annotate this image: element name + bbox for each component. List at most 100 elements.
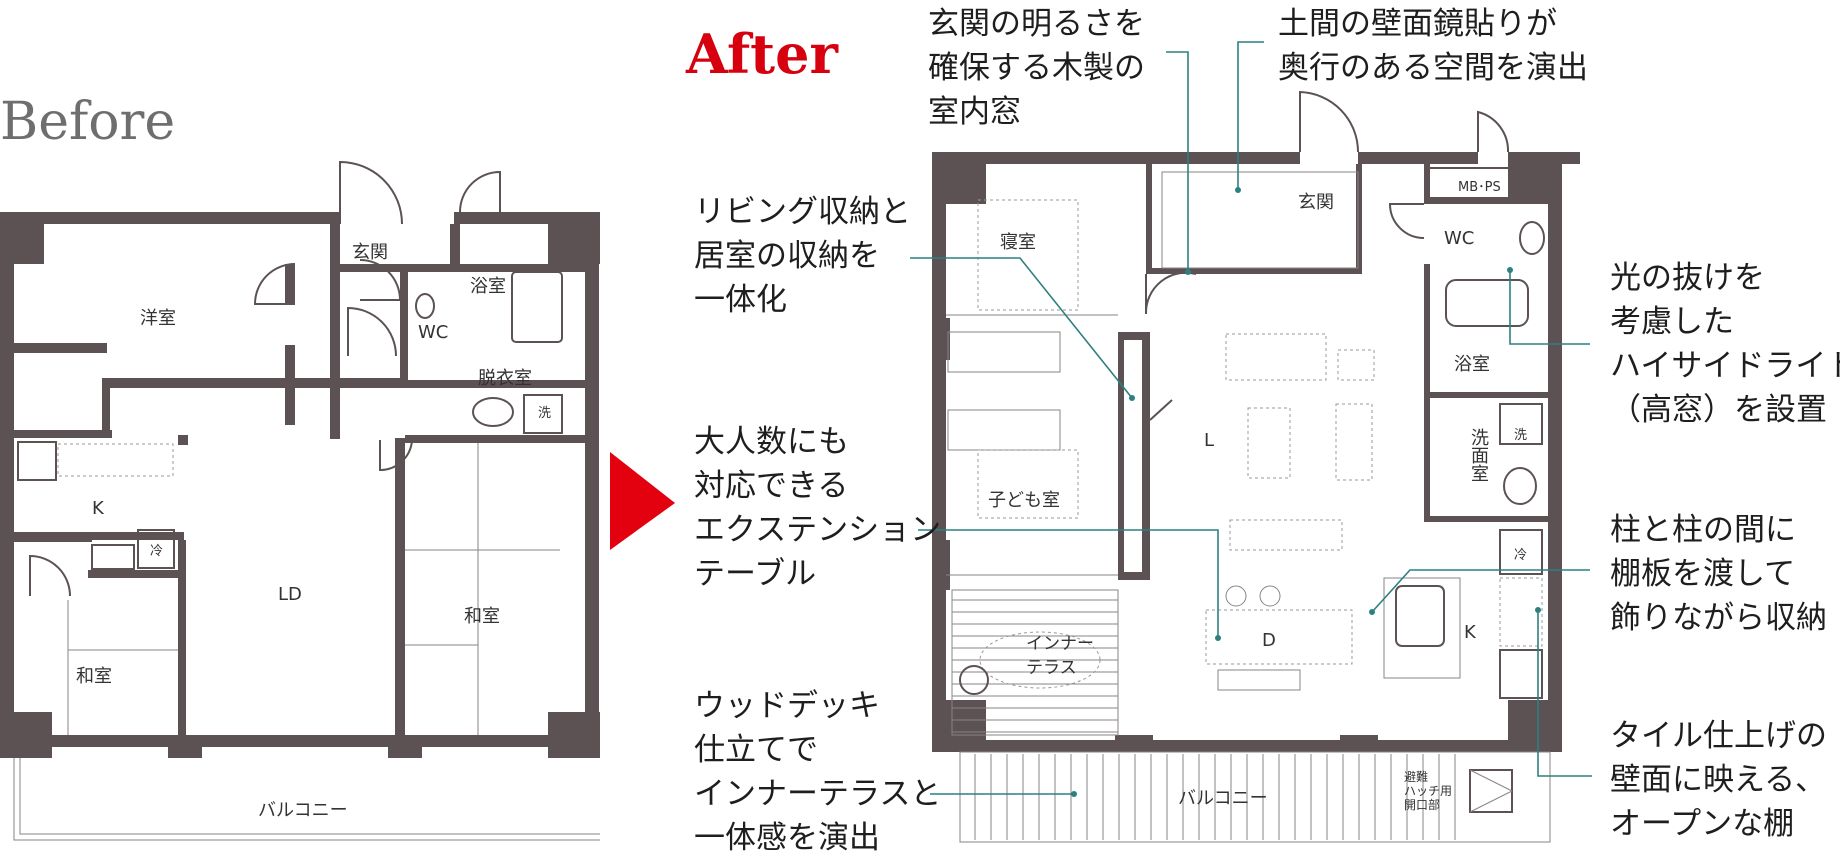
after-wall xyxy=(1146,268,1358,274)
after-wall xyxy=(1548,152,1562,752)
after-closet xyxy=(947,409,1061,451)
before-balcony-rail xyxy=(13,758,600,841)
before-column xyxy=(388,740,422,758)
after-column xyxy=(1508,152,1562,204)
before-room-japanese-right: 和室 xyxy=(464,606,500,627)
callout-highside: 光の抜けを 考慮した ハイサイドライト （高窓）を設置 xyxy=(1610,256,1840,432)
before-column xyxy=(168,740,202,758)
before-balcony-rail xyxy=(19,758,600,835)
after-washer xyxy=(1499,403,1543,445)
before-wall xyxy=(178,435,188,445)
after-room-kids: 子ども室 xyxy=(988,490,1060,511)
leader-dot xyxy=(1507,267,1513,273)
after-column xyxy=(932,540,950,590)
before-toilet xyxy=(415,293,435,319)
leader-dot xyxy=(1535,607,1541,613)
after-column xyxy=(932,318,950,360)
before-wall xyxy=(0,430,112,438)
after-wall xyxy=(1142,332,1150,580)
before-column xyxy=(548,212,600,264)
inner-terrace-line: インナー xyxy=(1026,634,1094,654)
after-counter xyxy=(1499,577,1543,647)
before-wall xyxy=(12,343,107,353)
after-room-wc: WC xyxy=(1444,228,1475,249)
after-plan xyxy=(932,90,1580,843)
after-wall xyxy=(1146,164,1152,274)
before-wall xyxy=(0,212,14,747)
before-wall xyxy=(400,272,408,380)
callout-line: 奥行のある空間を演出 xyxy=(1278,50,1588,86)
before-wall xyxy=(330,224,340,439)
callout-line: オープンな棚 xyxy=(1610,806,1795,842)
after-desk xyxy=(977,449,1079,519)
after-bench xyxy=(1229,519,1343,551)
after-wall xyxy=(1356,164,1362,274)
after-door xyxy=(1149,399,1173,421)
callout-entrance-window: 玄関の明るさを 確保する木製の 室内窓 xyxy=(928,2,1145,134)
after-wall xyxy=(1140,152,1300,164)
before-wall xyxy=(88,570,178,578)
before-washer xyxy=(523,394,563,434)
after-title: After xyxy=(686,22,838,86)
before-wall xyxy=(285,264,295,304)
inner-terrace-line: テラス xyxy=(1026,658,1077,678)
callout-line: 仕立てで xyxy=(694,732,818,768)
callout-line: 壁面に映える、 xyxy=(1610,762,1827,798)
after-island xyxy=(1383,577,1461,679)
callout-line: 玄関の明るさを xyxy=(928,6,1145,42)
after-sofa xyxy=(1225,333,1327,381)
callout-line: 対応できる xyxy=(694,468,849,504)
after-bed xyxy=(977,199,1079,311)
callout-line: 確保する木製の xyxy=(928,50,1145,86)
callout-line: 柱と柱の間に xyxy=(1610,512,1796,548)
before-counter xyxy=(57,443,174,477)
callout-line: 室内窓 xyxy=(928,94,1021,130)
leader-table xyxy=(918,529,1219,638)
before-cabinet xyxy=(91,544,135,570)
before-wall xyxy=(10,532,92,542)
after-room-mbps: MB･PS xyxy=(1458,180,1501,195)
before-wall xyxy=(0,735,600,747)
before-room-dressing: 脱衣室 xyxy=(478,368,532,389)
after-toilet xyxy=(1519,221,1545,255)
leader-tile xyxy=(1537,610,1592,777)
before-door xyxy=(379,439,413,472)
after-room-entrance: 玄関 xyxy=(1298,192,1334,213)
leader-dot xyxy=(1215,635,1221,641)
before-stove xyxy=(17,441,57,481)
before-room-ld: LD xyxy=(278,584,302,605)
after-bench xyxy=(1217,669,1301,691)
after-wall xyxy=(1424,198,1548,204)
callout-line: ハイサイドライト xyxy=(1610,348,1840,384)
before-wall xyxy=(285,345,295,425)
before-wall xyxy=(585,212,599,747)
callout-line: 考慮した xyxy=(1610,304,1734,340)
after-hatch-line xyxy=(1469,790,1513,813)
callout-line: ウッドデッキ xyxy=(694,688,880,724)
after-stove xyxy=(1499,649,1543,699)
leader-shelf xyxy=(1371,569,1590,613)
before-column xyxy=(0,712,52,758)
after-wall xyxy=(1424,392,1548,398)
after-sink xyxy=(1503,467,1537,505)
after-room-bath: 浴室 xyxy=(1454,354,1490,375)
after-closet xyxy=(947,331,1061,373)
after-room-wash: 洗 xyxy=(1514,428,1528,443)
leader-mirror xyxy=(1237,41,1264,190)
leader-highside xyxy=(1509,270,1590,345)
before-door xyxy=(347,306,397,357)
callout-line: インナーテラスと xyxy=(694,776,942,812)
after-sink-k xyxy=(1395,585,1445,647)
after-tv-shelf xyxy=(1335,403,1373,481)
callout-shelf: 柱と柱の間に 棚板を渡して 飾りながら収納 xyxy=(1610,508,1827,640)
before-wall xyxy=(178,540,186,738)
before-door xyxy=(253,263,296,305)
callout-tile: タイル仕上げの 壁面に映える、 オープンな棚 xyxy=(1610,714,1827,846)
after-ottoman xyxy=(1337,349,1375,381)
after-balcony xyxy=(959,751,1551,843)
after-dining-table xyxy=(1205,609,1353,665)
before-room-entrance: 玄関 xyxy=(352,242,388,263)
callout-line: 土間の壁面鏡貼りが xyxy=(1278,6,1557,42)
after-room-inner-terrace: インナー テラス xyxy=(1026,632,1094,680)
